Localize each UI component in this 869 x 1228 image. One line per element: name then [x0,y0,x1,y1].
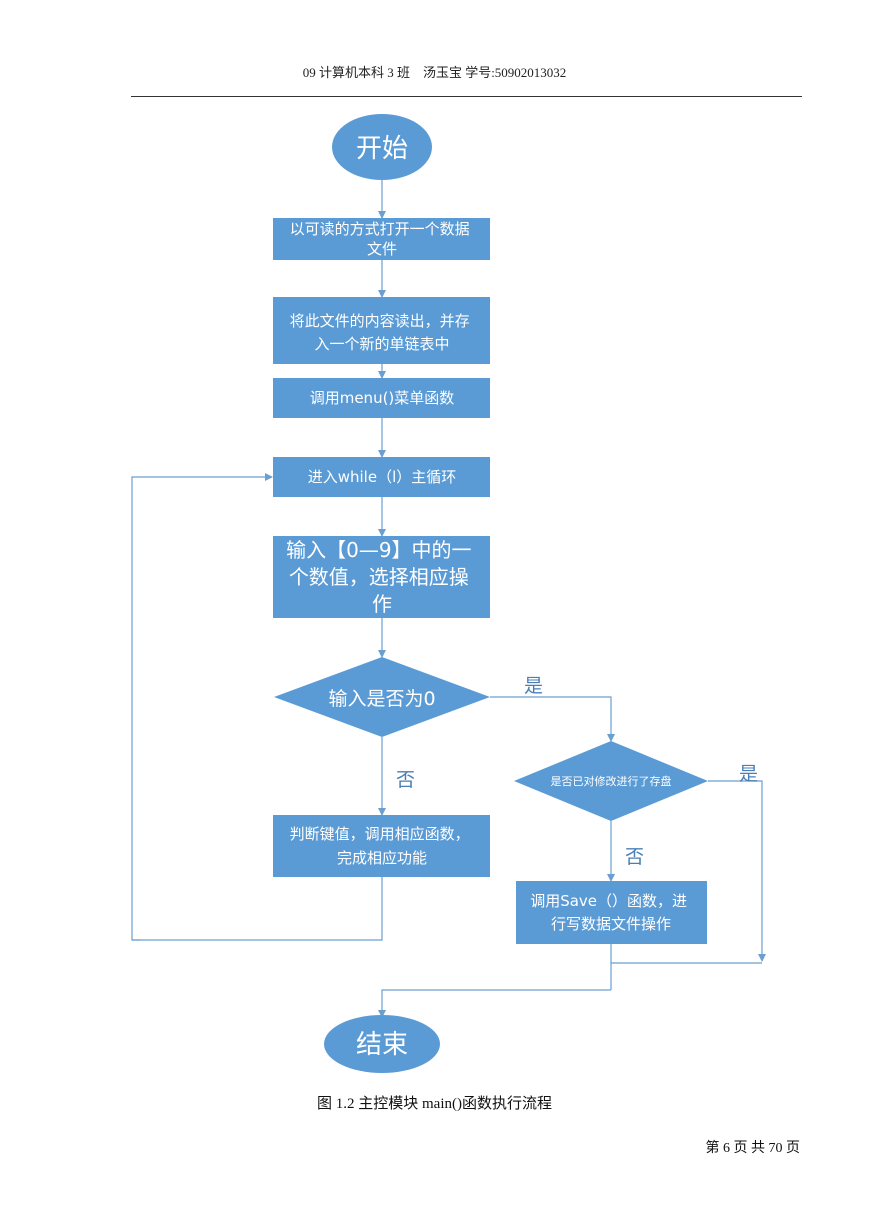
while-loop-step [273,457,490,497]
arrow-saved-yes-down [708,780,766,962]
call-save-label: 调用Save（）函数，进 行写数据文件操作 [530,892,692,933]
arrow-zero-yes-to-saved [490,696,615,742]
header-rule [131,96,802,97]
label-no-zero: 否 [396,769,415,791]
start-node [332,114,432,180]
input-choice-label: 输入【0—9】中的一 个数值，选择相应操 作 [286,538,478,616]
open-file-step [273,218,490,260]
start-node-label: 开始 [356,134,408,164]
dispatch-label: 判断键值，调用相应函数， 完成相应功能 [290,825,475,867]
saved-check-label: 是否已对修改进行了存盘 [551,774,672,788]
figure-caption: 图 1.2 主控模块 main()函数执行流程 [317,1096,552,1112]
label-no-saved: 否 [625,846,644,868]
page-header: 09 计算机本科 3 班 汤玉宝 学号:50902013032 [302,65,567,80]
read-store-label: 将此文件的内容读出，并存 入一个新的单链表中 [290,312,475,353]
end-node [324,1015,440,1073]
label-yes-saved: 是 [739,763,758,785]
call-save-step [516,881,707,944]
connectors [131,178,766,1018]
open-file-label: 以可读的方式打开一个数据 文件 [290,220,475,258]
page-footer: 第 6 页 共 70 页 [705,1141,801,1156]
label-yes-zero: 是 [524,675,543,697]
input-choice-step [273,536,490,618]
call-menu-step [273,378,490,418]
dispatch-step [273,815,490,877]
saved-check-decision [514,741,708,821]
is-zero-decision [274,657,490,737]
end-node-label: 结束 [356,1030,408,1060]
is-zero-label: 输入是否为0 [328,688,435,710]
arrow-merge-to-end [378,989,611,1018]
call-menu-label: 调用menu()菜单函数 [310,389,455,407]
while-loop-label: 进入while（l）主循环 [308,468,457,486]
read-store-step [273,297,490,364]
